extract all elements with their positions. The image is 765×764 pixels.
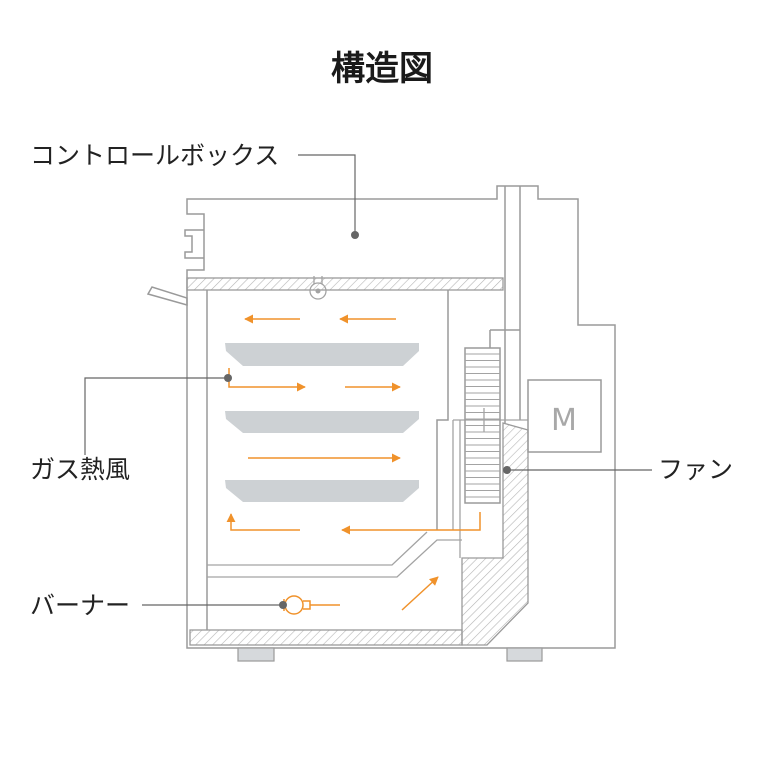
bottom-insulation [189,629,463,646]
cavity-partition [436,290,449,530]
burner-cover-upper [207,531,428,566]
burner-cover-lower [207,539,462,578]
foot-right [506,647,543,662]
oven-body-outline [186,185,616,649]
foot-left [237,647,275,662]
fan-blades [465,353,500,498]
control-box-marker [351,231,359,239]
control-box-leader [298,154,356,235]
tray-top [225,343,419,366]
motor-label: M [551,403,577,438]
label-burner: バーナー [30,591,130,620]
motor-box [527,379,602,453]
control-knob [184,229,204,259]
exhaust-duct [489,186,521,423]
airflow-arrow [341,512,481,535]
fan-marker [503,466,511,474]
burner-nozzle [283,599,340,611]
tray-middle [225,411,419,433]
airflow-arrow [226,513,300,531]
hot-gas-marker [224,374,232,382]
door-handle [146,286,188,306]
lamp-bulb [309,282,327,300]
tray-bottom [225,480,419,502]
label-control-box: コントロールボックス [30,141,279,170]
burner-marker [279,601,287,609]
return-duct [452,420,461,558]
airflow-arrow [228,368,306,392]
lamp-core [315,288,321,294]
top-insulation [186,277,504,291]
hot-gas-leader [84,377,228,455]
side-insulation [461,422,529,646]
lamp-icon [313,276,323,284]
label-fan: ファン [658,455,733,484]
label-hot-gas: ガス熱風 [30,455,130,484]
airflow-arrow [401,576,439,611]
diagram-title: 構造図 [331,49,433,89]
burner-icon [284,595,304,615]
